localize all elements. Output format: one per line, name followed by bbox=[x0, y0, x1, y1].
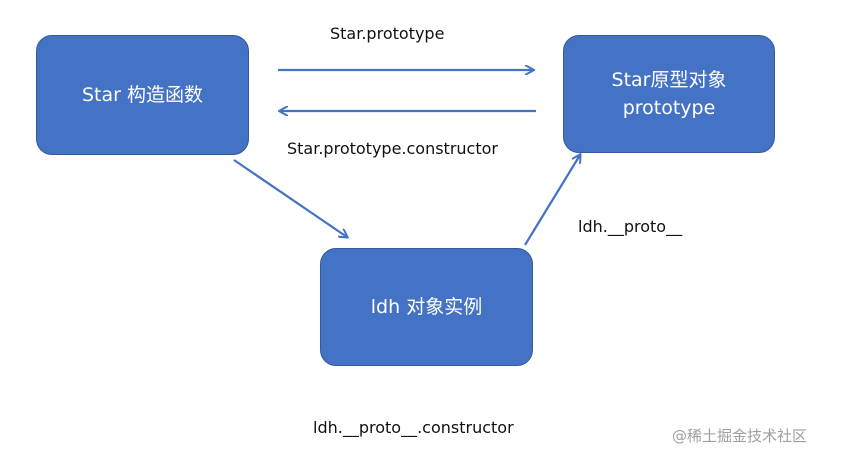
arrow-instance-to-prototype bbox=[524, 155, 580, 246]
instance-box-label: ldh 对象实例 bbox=[370, 296, 483, 318]
instance-box: ldh 对象实例 bbox=[320, 248, 533, 366]
watermark: @稀土掘金技术社区 bbox=[672, 427, 808, 445]
label-ldh-proto: ldh.__proto__ bbox=[578, 217, 683, 236]
prototype-box-label-line1: Star原型对象 bbox=[611, 69, 727, 91]
label-star-prototype-constructor: Star.prototype.constructor bbox=[287, 139, 498, 158]
prototype-box: Star原型对象 prototype bbox=[563, 35, 775, 153]
constructor-box-label: Star 构造函数 bbox=[81, 84, 203, 106]
prototype-box-label-line2: prototype bbox=[622, 97, 716, 119]
label-star-prototype: Star.prototype bbox=[330, 24, 445, 43]
constructor-box: Star 构造函数 bbox=[36, 35, 249, 155]
arrow-constructor-to-instance bbox=[233, 159, 347, 237]
label-ldh-proto-constructor: ldh.__proto__.constructor bbox=[313, 418, 514, 437]
